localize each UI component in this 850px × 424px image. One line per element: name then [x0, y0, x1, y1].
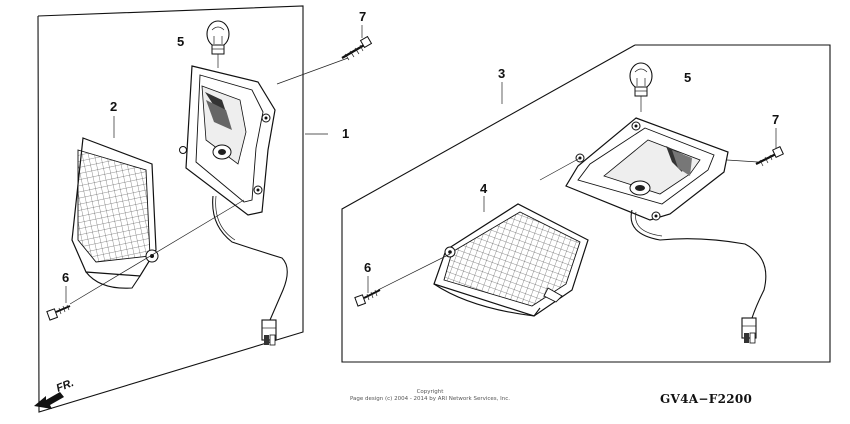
copyright-line-2: Page design (c) 2004 - 2014 by ARI Netwo…	[349, 395, 511, 402]
callout-6-left: 6	[62, 270, 69, 285]
left-leader-lines	[69, 57, 349, 305]
left-bulb	[206, 20, 230, 68]
right-assembly-frame	[341, 44, 831, 363]
callout-4: 4	[480, 181, 488, 196]
left-assembly-frame	[37, 5, 304, 413]
callout-5-left: 5	[177, 34, 184, 49]
callout-7-right: 7	[772, 112, 779, 127]
copyright-line-1: Copyright	[416, 389, 444, 395]
left-housing	[179, 65, 288, 346]
callout-7-left: 7	[359, 9, 366, 24]
right-screw-bottom	[354, 276, 381, 307]
callout-2: 2	[110, 99, 117, 114]
right-screw-top	[755, 128, 784, 167]
left-lens	[71, 137, 159, 289]
front-label: FR.	[55, 377, 76, 395]
left-screw-bottom	[46, 286, 71, 321]
right-housing	[565, 117, 767, 344]
copyright-notice: Copyright Page design (c) 2004 - 2014 by…	[340, 389, 520, 402]
callout-5-right: 5	[684, 70, 691, 85]
diagram-code: GV4A−F2200	[660, 392, 753, 406]
callout-3: 3	[498, 66, 505, 81]
right-lens	[433, 203, 589, 317]
right-bulb	[629, 62, 653, 112]
callout-6-right: 6	[364, 260, 371, 275]
right-leader-lines	[377, 82, 759, 291]
callout-1: 1	[342, 126, 349, 141]
left-screw-top	[341, 25, 373, 61]
front-arrow-icon: FR.	[34, 377, 76, 409]
